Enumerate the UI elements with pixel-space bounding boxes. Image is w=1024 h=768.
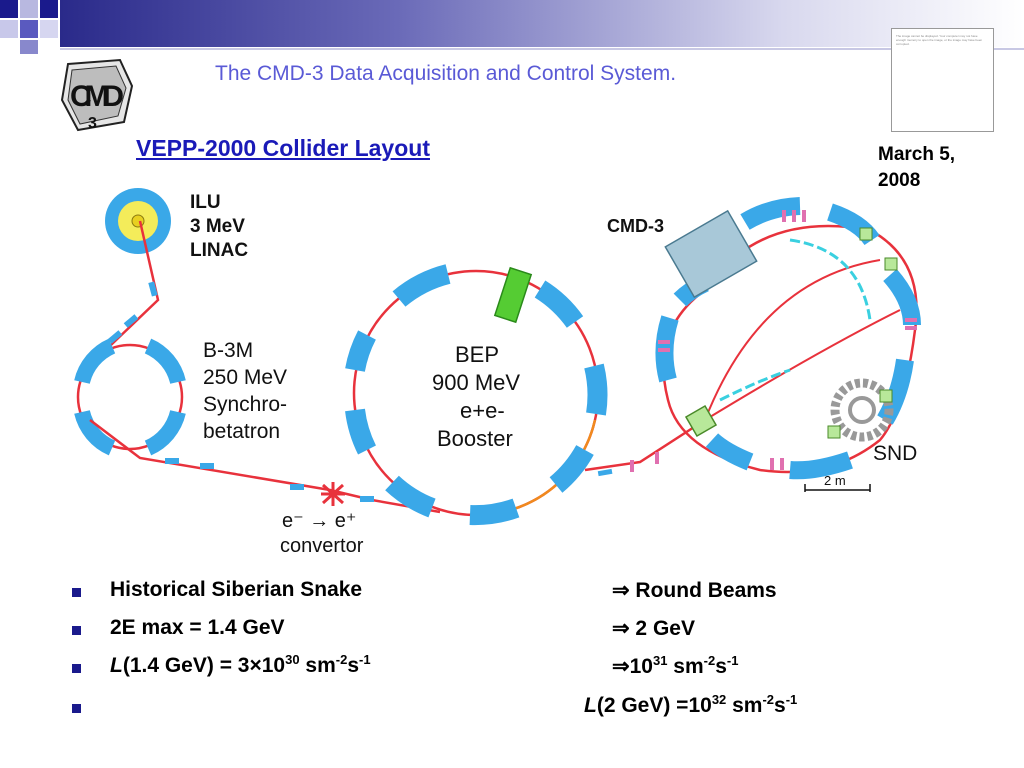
- header-decoration: [0, 0, 1024, 54]
- cmd3-label: CMD-3: [607, 216, 664, 236]
- bullet-square-icon: [72, 626, 81, 635]
- bullet-right-text: ⇒ Round Beams: [612, 579, 777, 602]
- snd-label: SND: [873, 442, 917, 465]
- cmd3-detector: [664, 209, 758, 299]
- ilu-linac: ILU 3 MeV LINAC: [105, 188, 248, 261]
- diagram-subtitle: VEPP-2000 Collider Layout: [136, 135, 430, 161]
- svg-text:CMD: CMD: [70, 80, 124, 113]
- bep-vepp-transfer-line: [584, 418, 706, 472]
- b3m-label-4: betatron: [203, 420, 280, 443]
- cmd3-logo: CMD 3: [60, 58, 134, 132]
- image-placeholder-text: The image cannot be displayed. Your comp…: [896, 34, 983, 46]
- b3m-label-3: Synchro-: [203, 393, 287, 416]
- convertor-star-icon: [321, 482, 345, 506]
- b3m-label-1: B-3M: [203, 339, 253, 362]
- ilu-label-3: LINAC: [190, 240, 248, 261]
- convertor-label-1: e⁻ → e⁺: [282, 510, 356, 532]
- collider-layout-diagram: ILU 3 MeV LINAC B-3M 250 MeV Synchro- be…: [74, 188, 921, 557]
- svg-text:3: 3: [88, 115, 97, 132]
- bullet-square-icon: [72, 588, 81, 597]
- bullet-right-formula: L(2 GeV) =1032 sm-2s-1: [584, 692, 798, 717]
- bullet-square-icon: [72, 664, 81, 673]
- convertor-label-2: convertor: [280, 535, 364, 557]
- interaction-region: [684, 404, 718, 438]
- bullet-left-formula: L(1.4 GeV) = 3×1030 sm-2s-1: [110, 652, 371, 677]
- bep-label-4: Booster: [437, 426, 513, 451]
- bep-label-1: BEP: [455, 342, 499, 367]
- bullet-square-icon: [72, 704, 81, 713]
- b3m-synchrotron: B-3M 250 MeV Synchro- betatron: [74, 338, 287, 456]
- rf-cavity: [493, 266, 533, 324]
- ilu-label-2: 3 MeV: [190, 216, 245, 237]
- bullet-left-text: 2E max = 1.4 GeV: [110, 616, 285, 639]
- bep-booster: BEP 900 MeV e+e- Booster: [345, 264, 608, 526]
- date-label: March 5, 2008: [878, 144, 956, 191]
- bullet-right-formula: ⇒1031 sm-2s-1: [612, 653, 739, 678]
- ilu-label-1: ILU: [190, 192, 221, 213]
- linac-transfer-line: [89, 220, 160, 366]
- scale-label: 2 m: [824, 473, 846, 488]
- image-placeholder-box: [891, 28, 994, 132]
- vepp2000-ring: [655, 197, 921, 480]
- bullet-right-text: ⇒ 2 GeV: [612, 617, 695, 640]
- slide-title: The CMD-3 Data Acquisition and Control S…: [215, 62, 677, 85]
- b3m-label-2: 250 MeV: [203, 366, 287, 389]
- bep-label-2: 900 MeV: [432, 370, 520, 395]
- bep-label-3: e+e-: [460, 398, 505, 423]
- snd-detector: [830, 378, 894, 442]
- bullet-left-text: Historical Siberian Snake: [110, 578, 363, 601]
- scale-bar: 2 m: [804, 473, 871, 492]
